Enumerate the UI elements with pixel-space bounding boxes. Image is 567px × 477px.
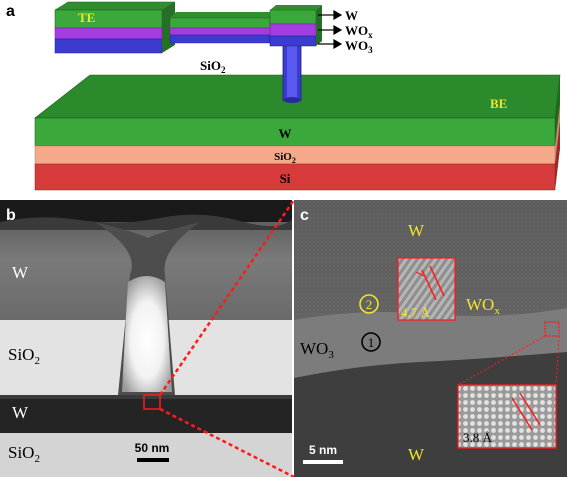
c-label-wox: WOx	[466, 295, 500, 317]
te-wox-layer	[54, 27, 163, 40]
panel-c-letter: c	[300, 207, 309, 224]
c-scale-label: 5 nm	[309, 443, 337, 457]
b-label-w-bottom: W	[12, 403, 29, 422]
c-circle-2-label: 2	[366, 297, 373, 312]
stack-si-label: Si	[280, 171, 291, 186]
via-pillar	[282, 39, 302, 103]
c-inset-w	[457, 384, 557, 449]
be-w-layer	[34, 117, 556, 147]
panel-c: 4.7 Å 3.8 Å 2 1 c W WOx WO3 W 5 nm	[294, 200, 567, 477]
c-zoom-box	[544, 321, 560, 337]
panel-a: a BE W SiO2 Si	[6, 1, 561, 191]
stack-w-label: W	[279, 126, 292, 141]
sio2-gap-label: SiO2	[200, 58, 226, 75]
be-si-layer	[34, 163, 556, 191]
top-electrode	[54, 1, 322, 54]
te-label: TE	[78, 10, 95, 25]
te-wo3-layer	[54, 38, 163, 54]
stack-sio2-label: SiO2	[274, 151, 296, 165]
c-circle-1-label: 1	[368, 335, 375, 350]
be-sio2-side	[555, 104, 560, 164]
bottom-electrode-stack	[34, 74, 561, 191]
c-inset-wox	[397, 257, 456, 321]
c-scale-bar	[303, 460, 343, 464]
c-label-w-top: W	[408, 221, 425, 240]
c-label-w-bottom: W	[408, 445, 425, 464]
c-circle-1	[361, 332, 381, 352]
b-via-filament	[122, 276, 172, 392]
b-scale-label: 50 nm	[135, 441, 170, 455]
c-spacing-1: 4.7 Å	[401, 305, 431, 320]
c-circle-2	[359, 294, 379, 314]
c-oxide-band	[294, 308, 567, 378]
te-w-layer	[54, 9, 163, 29]
b-w-bottom-region	[0, 395, 292, 433]
b-label-sio2-mid: SiO2	[8, 345, 40, 367]
arrow-label-wox: WOx	[345, 23, 373, 40]
panel-b: 50 nm b W SiO2 W SiO2	[0, 200, 292, 477]
panel-b-letter: b	[6, 207, 16, 224]
be-si-side	[555, 122, 560, 190]
b-label-sio2-bottom: SiO2	[8, 443, 40, 465]
b-label-w-top: W	[12, 263, 29, 282]
panel-a-letter: a	[6, 3, 15, 20]
be-label: BE	[490, 96, 507, 111]
c-spacing-2: 3.8 Å	[463, 430, 493, 445]
layer-arrows	[318, 9, 343, 50]
arrow-label-wo3: WO3	[345, 38, 373, 55]
c-label-wo3: WO3	[300, 339, 334, 361]
b-scale-bar	[137, 458, 169, 462]
b-zoom-box	[143, 394, 161, 410]
zoom-connectors	[158, 199, 296, 477]
b-sio2-bottom-region	[0, 433, 292, 477]
arrow-label-w: W	[345, 8, 358, 23]
